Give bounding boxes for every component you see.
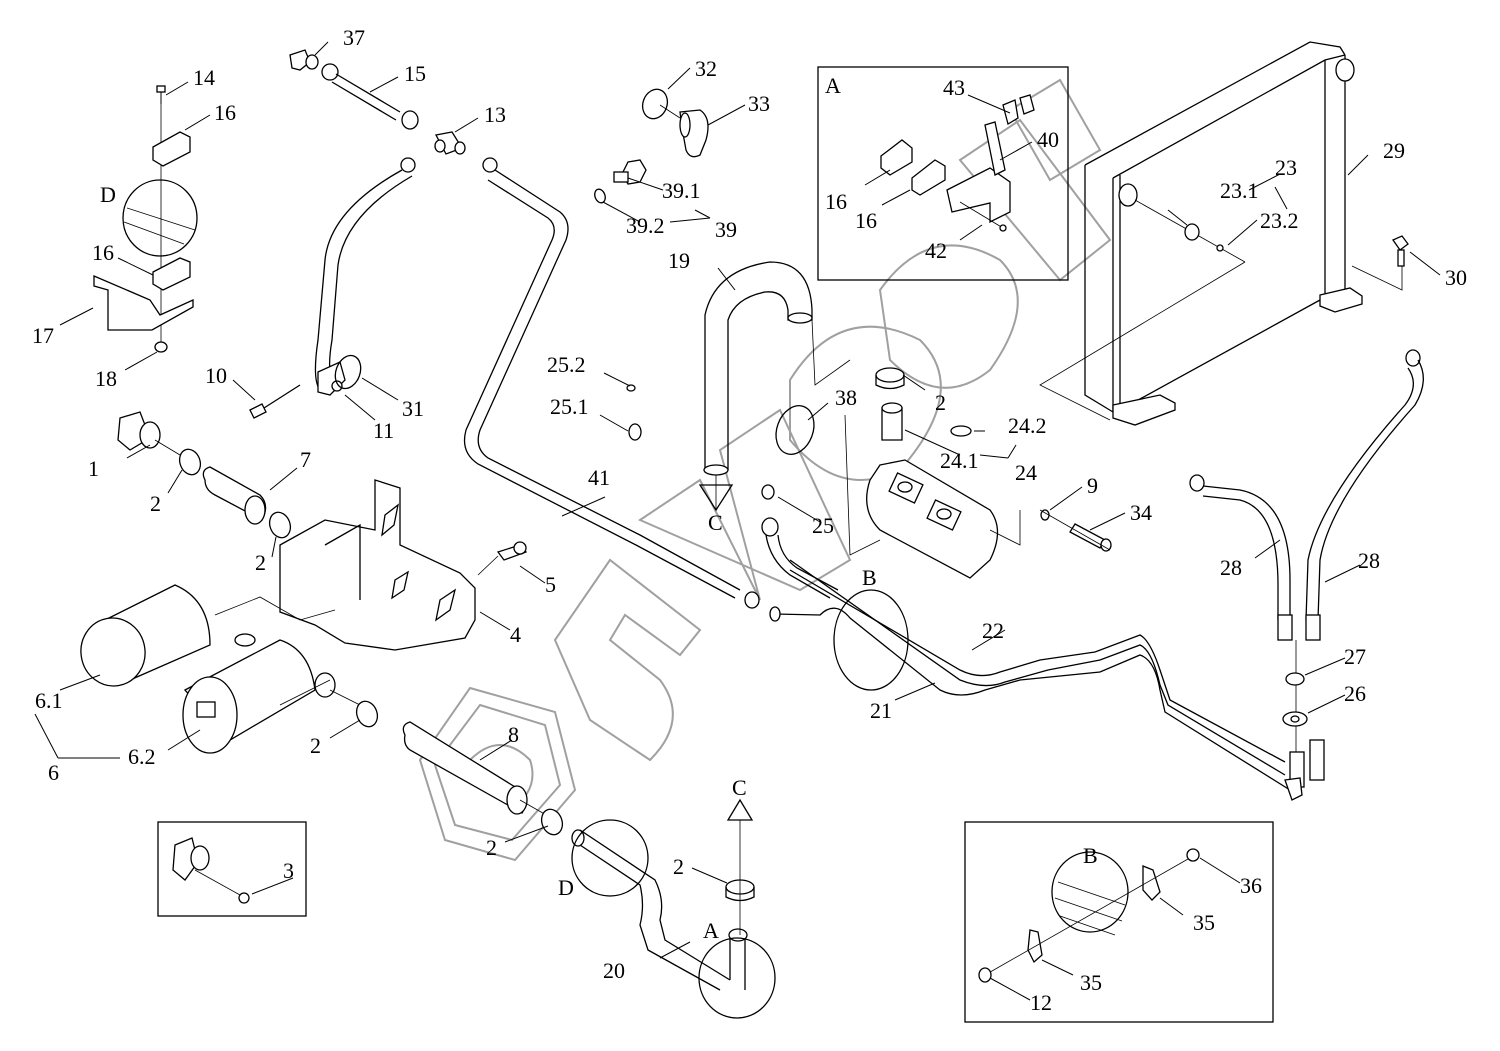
callout-13: 13 — [484, 102, 506, 127]
clamp-assembly-d — [93, 85, 198, 353]
radiator — [1039, 41, 1409, 426]
view-marker-b-main: B — [862, 565, 877, 590]
callout-16: 16 — [92, 240, 114, 265]
callout-26: 26 — [1344, 681, 1366, 706]
view-marker-a-inset: A — [825, 73, 841, 98]
detail-3-inset — [157, 821, 307, 917]
callout-38: 38 — [835, 385, 857, 410]
callout-labels: 37 15 13 14 16 D 16 17 18 8 10 10 31 11 … — [32, 25, 1467, 1015]
callout-34: 34 — [1130, 500, 1152, 525]
callout-2: 2 — [673, 854, 684, 879]
callout-16: 16 — [214, 100, 236, 125]
view-marker-c-up: C — [732, 775, 747, 800]
callout-31: 31 — [402, 396, 424, 421]
callout-40: 40 — [1037, 127, 1059, 152]
callout-19: 19 — [668, 248, 690, 273]
callout-11: 11 — [373, 418, 394, 443]
callout-42: 42 — [925, 238, 947, 263]
callout-6-1: 6.1 — [35, 688, 63, 713]
pipes-21-22 — [769, 559, 1325, 801]
callout-39-1: 39.1 — [662, 178, 701, 203]
callout-1: 1 — [88, 456, 99, 481]
callout-2: 2 — [935, 390, 946, 415]
callout-18: 18 — [95, 366, 117, 391]
filter-assembly — [80, 411, 564, 836]
callout-43: 43 — [943, 75, 965, 100]
callout-32: 32 — [695, 56, 717, 81]
pump-assembly — [626, 261, 1112, 599]
callout-12: 12 — [1030, 990, 1052, 1015]
callout-23: 23 — [1275, 155, 1297, 180]
callout-22: 22 — [982, 618, 1004, 643]
callout-21: 21 — [870, 698, 892, 723]
callout-24-2: 24.2 — [1008, 413, 1047, 438]
callout-37: 37 — [343, 25, 365, 50]
callout-25: 25 — [812, 513, 834, 538]
callout-7: 7 — [300, 447, 311, 472]
callout-33: 33 — [748, 91, 770, 116]
callout-17: 17 — [32, 323, 54, 348]
detail-a-inset — [817, 66, 1069, 281]
callout-10: 10 — [205, 363, 227, 388]
view-marker-d-left: D — [100, 182, 116, 207]
callout-15: 15 — [404, 61, 426, 86]
callout-24-1: 24.1 — [940, 448, 979, 473]
callout-30: 30 — [1445, 265, 1467, 290]
callout-2: 2 — [310, 733, 321, 758]
callout-16: 16 — [825, 189, 847, 214]
pipe-20 — [571, 798, 776, 1019]
callout-6-2: 6.2 — [128, 744, 156, 769]
callout-16: 16 — [855, 208, 877, 233]
callout-24: 24 — [1015, 460, 1037, 485]
callout-28: 28 — [1220, 555, 1242, 580]
cap-assembly — [594, 88, 709, 204]
callout-2: 2 — [255, 550, 266, 575]
callout-8: 8 — [508, 722, 519, 747]
view-marker-d-main: D — [558, 875, 574, 900]
callout-2: 2 — [150, 491, 161, 516]
callout-9: 9 — [1087, 473, 1098, 498]
hoses-28 — [1189, 349, 1424, 755]
callout-4: 4 — [510, 622, 521, 647]
callout-27: 27 — [1344, 644, 1366, 669]
callout-23-2: 23.2 — [1260, 208, 1299, 233]
callout-39-2: 39.2 — [626, 213, 665, 238]
callout-14: 14 — [193, 65, 215, 90]
callout-6: 6 — [48, 760, 59, 785]
callout-2: 2 — [486, 835, 497, 860]
callout-23-1: 23.1 — [1220, 178, 1259, 203]
callout-25-1: 25.1 — [550, 394, 589, 419]
callout-36: 36 — [1240, 873, 1262, 898]
callout-41: 41 — [588, 465, 610, 490]
view-marker-b-inset: B — [1083, 843, 1098, 868]
pipe-assembly-top — [249, 49, 760, 609]
callout-39: 39 — [715, 217, 737, 242]
callout-28: 28 — [1358, 548, 1380, 573]
view-marker-c-down: C — [708, 510, 723, 535]
detail-b-inset — [964, 821, 1274, 1023]
callout-3: 3 — [283, 858, 294, 883]
callout-25-2: 25.2 — [547, 352, 586, 377]
leader-lines — [34, 41, 1441, 1001]
callout-35: 35 — [1193, 910, 1215, 935]
callout-20: 20 — [603, 958, 625, 983]
callout-5: 5 — [545, 572, 556, 597]
callout-29: 29 — [1383, 138, 1405, 163]
callout-35: 35 — [1080, 970, 1102, 995]
view-marker-a-main: A — [703, 918, 719, 943]
